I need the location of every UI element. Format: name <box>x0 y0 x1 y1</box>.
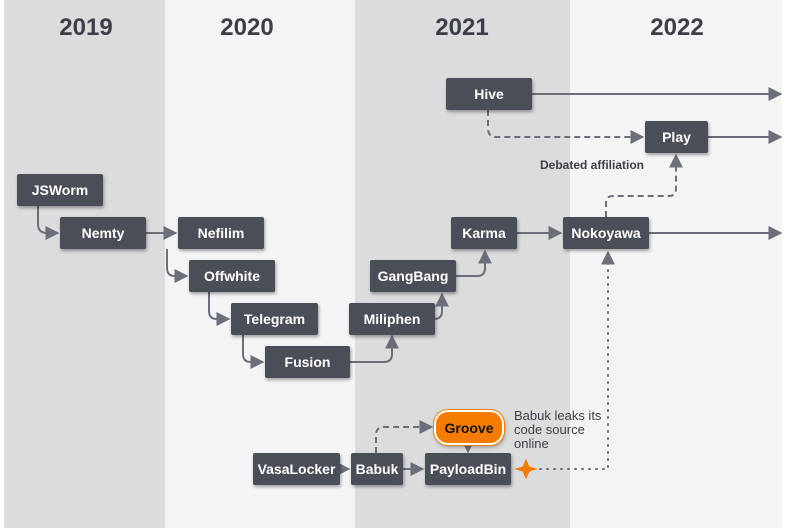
link-telegram-fusion <box>242 335 265 369</box>
node-telegram: Telegram <box>231 303 318 335</box>
node-groove: Groove <box>434 410 504 445</box>
node-offwhite: Offwhite <box>189 260 275 292</box>
link-jsworm-nemty <box>37 206 60 240</box>
link-nokoyawa-play <box>605 153 683 217</box>
year-2022: 2022 <box>650 14 704 41</box>
link-gangbang-karma <box>456 249 492 277</box>
link-offwhite-telegram <box>208 292 231 326</box>
node-vasalocker: VasaLocker <box>253 453 340 485</box>
node-jsworm: JSWorm <box>17 174 103 206</box>
annotation-babuk-leak: Babuk leaks its code source online <box>514 408 602 451</box>
node-nefilim: Nefilim <box>178 217 264 249</box>
link-babuk-groove <box>375 420 434 453</box>
link-nefilim-offwhite <box>166 249 189 283</box>
node-nokoyawa: Nokoyawa <box>563 217 649 249</box>
annotation-debated-affiliation: Debated affiliation <box>540 158 645 172</box>
node-fusion: Fusion <box>265 346 350 378</box>
band-2019 <box>4 0 165 528</box>
node-karma: Karma <box>451 217 517 249</box>
node-nemty: Nemty <box>60 217 146 249</box>
year-2020: 2020 <box>220 14 274 41</box>
node-gangbang: GangBang <box>370 260 456 292</box>
year-2021: 2021 <box>435 14 489 41</box>
leak-marker <box>514 458 538 480</box>
link-miliphen-gangbang <box>433 292 449 320</box>
year-2019: 2019 <box>59 14 113 41</box>
link-hive-play <box>487 110 645 144</box>
link-fusion-miliphen <box>350 334 399 363</box>
node-payloadbin: PayloadBin <box>425 453 511 485</box>
node-babuk: Babuk <box>351 453 403 485</box>
node-hive: Hive <box>446 78 532 110</box>
node-miliphen: Miliphen <box>349 303 435 335</box>
node-play: Play <box>645 121 708 153</box>
